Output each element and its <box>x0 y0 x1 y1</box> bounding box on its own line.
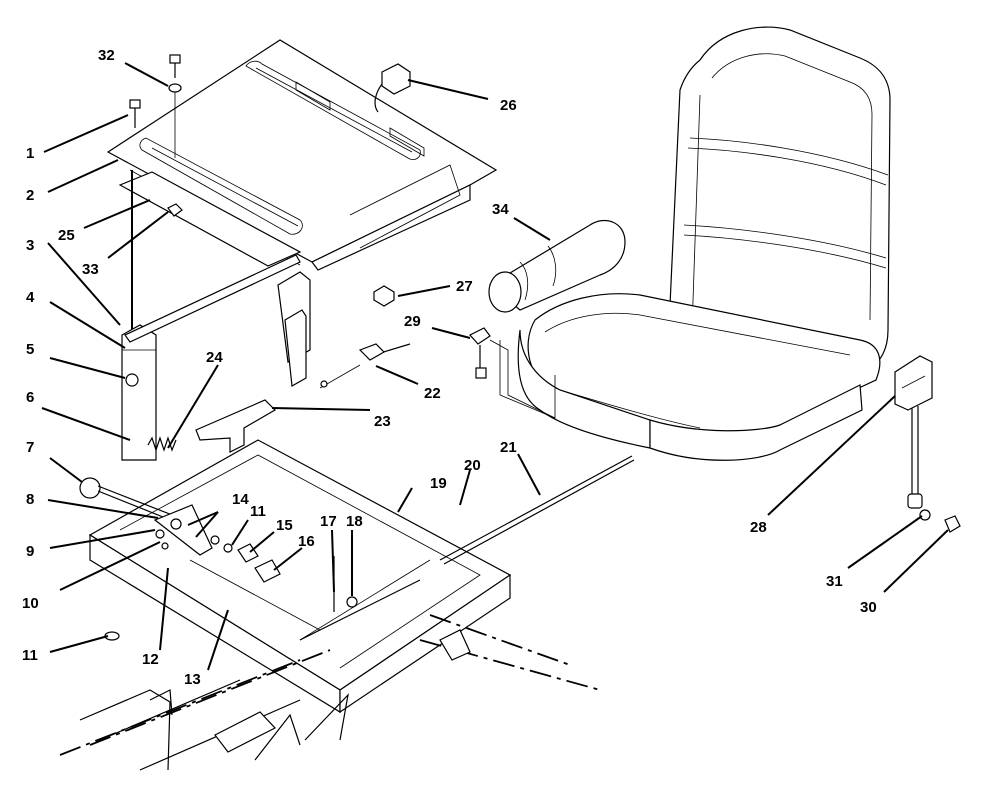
callout-33: 33 <box>82 261 99 278</box>
callout-5: 5 <box>26 341 34 358</box>
callout-8: 8 <box>26 491 34 508</box>
side-bracket-drawing <box>121 254 311 461</box>
callout-10: 10 <box>22 595 39 612</box>
callout-14: 14 <box>232 491 249 508</box>
callout-labels: 1 2 3 4 5 6 7 8 9 10 11 12 13 14 11 15 1… <box>22 47 877 688</box>
seat-base-drawing <box>88 439 635 714</box>
part-24-spring-drawing <box>147 436 177 452</box>
callout-26: 26 <box>500 97 517 114</box>
callout-11-upper: 11 <box>250 503 266 520</box>
callout-3: 3 <box>26 237 34 254</box>
callout-20: 20 <box>464 457 481 474</box>
callout-1: 1 <box>26 145 34 162</box>
callout-15: 15 <box>276 517 293 534</box>
callout-19: 19 <box>430 475 447 492</box>
callout-24: 24 <box>206 349 223 366</box>
callout-23: 23 <box>374 413 391 430</box>
callout-27: 27 <box>456 278 473 295</box>
callout-9: 9 <box>26 543 34 560</box>
callout-31: 31 <box>826 573 843 590</box>
cable-and-bracket-drawing <box>195 343 411 453</box>
callout-25: 25 <box>58 227 75 244</box>
callout-29: 29 <box>404 313 421 330</box>
callout-28: 28 <box>750 519 767 536</box>
bolts-drawing <box>129 54 183 330</box>
callout-6: 6 <box>26 389 34 406</box>
part-34-cylinder-drawing <box>488 220 626 313</box>
callout-4: 4 <box>26 289 35 306</box>
callout-22: 22 <box>424 385 441 402</box>
callout-34: 34 <box>492 201 509 218</box>
part-28-seat-belt-drawing <box>894 355 961 533</box>
part-2-seat-plate-drawing <box>106 39 498 271</box>
callout-18: 18 <box>346 513 363 530</box>
callout-32: 32 <box>98 47 115 64</box>
callout-2: 2 <box>26 187 34 204</box>
callout-12: 12 <box>142 651 159 668</box>
callout-11-lower: 11 <box>22 647 38 664</box>
callout-21: 21 <box>500 439 517 456</box>
callout-30: 30 <box>860 599 877 616</box>
callout-16: 16 <box>298 533 315 550</box>
callout-17: 17 <box>320 513 337 530</box>
leader-lines <box>41 62 949 671</box>
callout-7: 7 <box>26 439 34 456</box>
callout-13: 13 <box>184 671 201 688</box>
seat-cushion-drawing <box>499 26 891 461</box>
tractor-frame-drawing <box>59 614 601 771</box>
clips-drawing <box>373 285 556 419</box>
